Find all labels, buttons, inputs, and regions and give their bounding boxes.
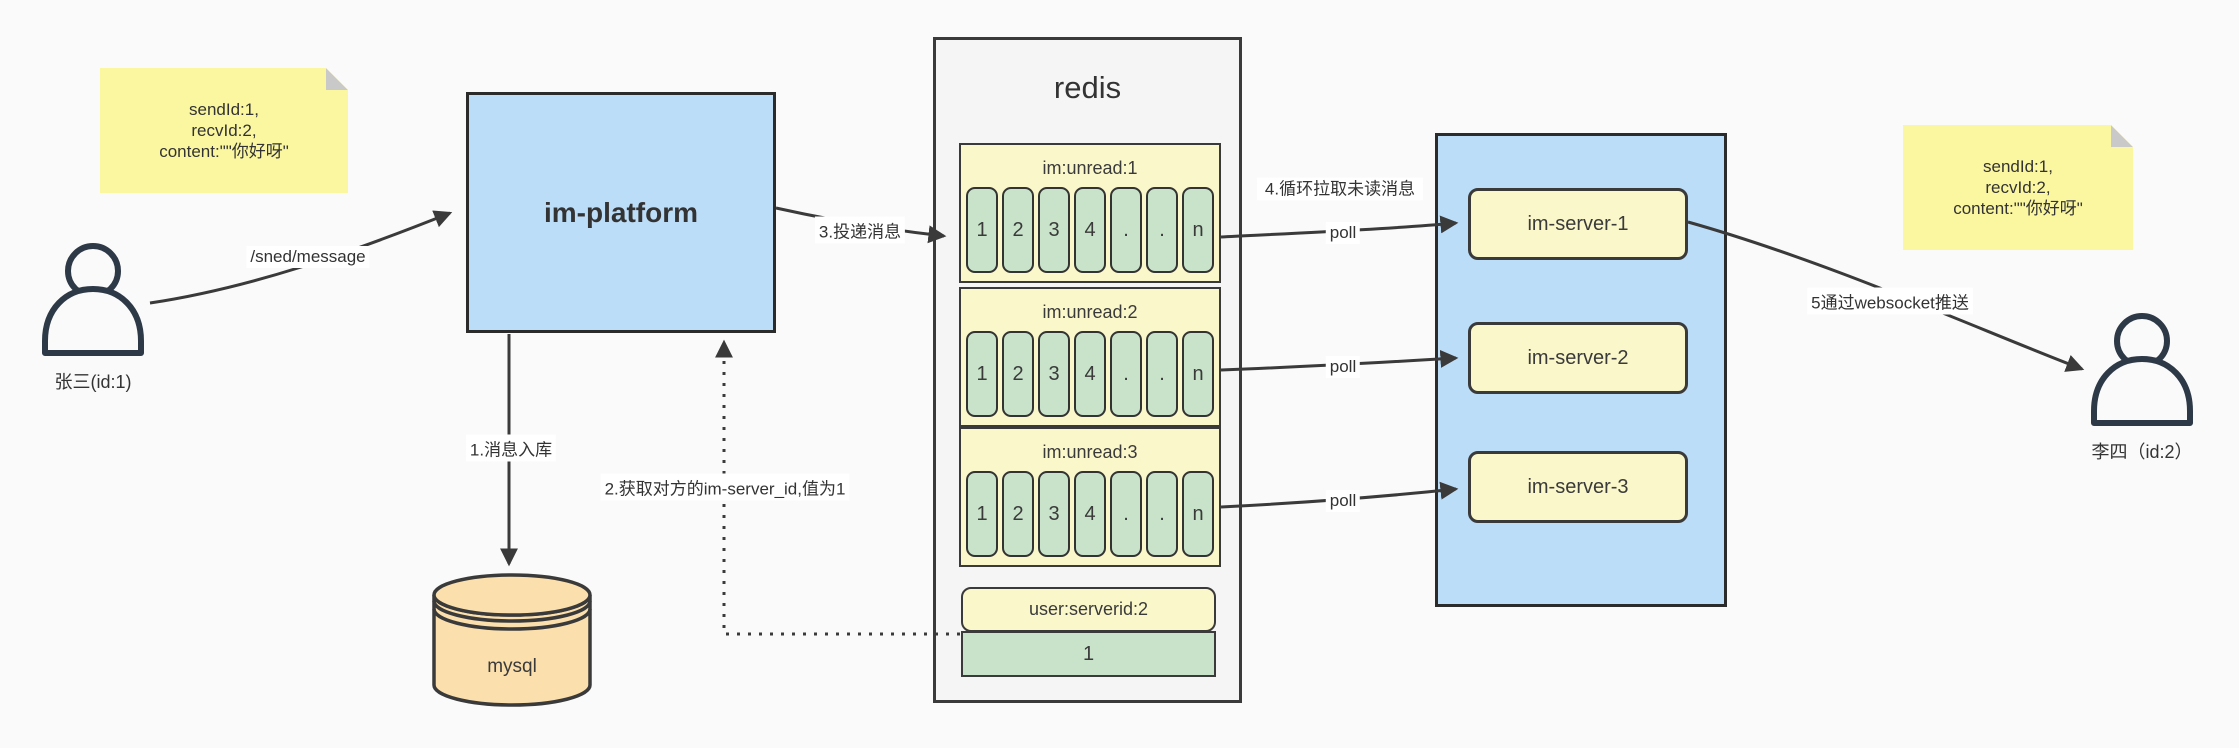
- queue-label: im:unread:1: [1042, 158, 1138, 178]
- redis-queue-3: im:unread:3 1 2 3 4 . . n: [959, 427, 1221, 567]
- queue-label: im:unread:2: [1042, 302, 1138, 322]
- database-cylinder-icon: [432, 573, 592, 707]
- actor-sender-label: 张三(id:1): [54, 372, 132, 392]
- queue-cells: 1 2 3 4 . . n: [961, 331, 1219, 417]
- mysql-database: mysql: [431, 570, 593, 712]
- queue-cell: n: [1182, 331, 1214, 417]
- note-line: recvId:2,: [1985, 178, 2051, 197]
- queue-cell: 3: [1038, 331, 1070, 417]
- queue-cell: n: [1182, 187, 1214, 273]
- actor-sender: 张三(id:1): [37, 243, 149, 394]
- im-servers-container: im-server-1 im-server-2 im-server-3: [1435, 133, 1727, 607]
- mapping-value: 1: [961, 631, 1216, 677]
- edge-label-send: /sned/message: [246, 246, 370, 268]
- redis-queue-1: im:unread:1 1 2 3 4 . . n: [959, 143, 1221, 283]
- redis-container: redis im:unread:1 1 2 3 4 . . n im:unrea…: [933, 37, 1242, 703]
- sticky-note-sender: sendId:1, recvId:2, content:""你好呀": [100, 68, 348, 193]
- note-line: sendId:1,: [189, 100, 259, 119]
- queue-cell: 4: [1074, 331, 1106, 417]
- sticky-note-receiver: sendId:1, recvId:2, content:""你好呀": [1903, 125, 2133, 250]
- queue-cell: 2: [1002, 187, 1034, 273]
- queue-cell: .: [1110, 187, 1142, 273]
- im-server-3-box: im-server-3: [1468, 451, 1688, 523]
- queue-cell: 2: [1002, 471, 1034, 557]
- queue-cell: .: [1110, 471, 1142, 557]
- queue-cells: 1 2 3 4 . . n: [961, 187, 1219, 273]
- note-fold-corner: [2111, 125, 2133, 147]
- redis-queue-2: im:unread:2 1 2 3 4 . . n: [959, 287, 1221, 427]
- queue-cell: 1: [966, 471, 998, 557]
- note-line: sendId:1,: [1983, 157, 2053, 176]
- queue-cell: n: [1182, 471, 1214, 557]
- edge-label-step5: 5通过websocket推送: [1807, 287, 1973, 315]
- queue-cell: 4: [1074, 187, 1106, 273]
- redis-title: redis: [1053, 70, 1122, 105]
- im-platform-box: im-platform: [466, 92, 776, 333]
- queue-cell: .: [1146, 471, 1178, 557]
- queue-cells: 1 2 3 4 . . n: [961, 471, 1219, 557]
- person-icon: [42, 243, 144, 356]
- queue-cell: .: [1146, 331, 1178, 417]
- edge-label-step3: 3.投递消息: [814, 216, 906, 244]
- queue-cell: 3: [1038, 187, 1070, 273]
- edge-label-poll-3: poll: [1325, 490, 1361, 512]
- note-line: content:""你好呀": [159, 142, 289, 161]
- queue-cell: 2: [1002, 331, 1034, 417]
- queue-cell: .: [1110, 331, 1142, 417]
- edge-label-step2: 2.获取对方的im-server_id,值为1: [600, 473, 850, 501]
- im-server-1-box: im-server-1: [1468, 188, 1688, 260]
- actor-receiver: 李四（id:2）: [2086, 313, 2198, 464]
- edge-label-step1: 1.消息入库: [465, 434, 557, 462]
- mapping-key: user:serverid:2: [961, 587, 1216, 632]
- actor-receiver-label: 李四（id:2）: [2091, 442, 2193, 462]
- user-serverid-mapping: user:serverid:2 1: [961, 587, 1216, 677]
- edge-label-poll-1: poll: [1325, 222, 1361, 244]
- note-line: content:""你好呀": [1953, 199, 2083, 218]
- queue-cell: 3: [1038, 471, 1070, 557]
- note-line: recvId:2,: [191, 121, 257, 140]
- edge-label-step4: 4.循环拉取未读消息: [1257, 177, 1423, 201]
- person-icon: [2091, 313, 2193, 426]
- note-fold-corner: [326, 68, 348, 90]
- queue-cell: .: [1146, 187, 1178, 273]
- queue-cell: 1: [966, 331, 998, 417]
- queue-label: im:unread:3: [1042, 442, 1138, 462]
- edge-label-poll-2: poll: [1325, 356, 1361, 378]
- im-server-2-box: im-server-2: [1468, 322, 1688, 394]
- queue-cell: 4: [1074, 471, 1106, 557]
- mysql-label: mysql: [487, 656, 537, 677]
- queue-cell: 1: [966, 187, 998, 273]
